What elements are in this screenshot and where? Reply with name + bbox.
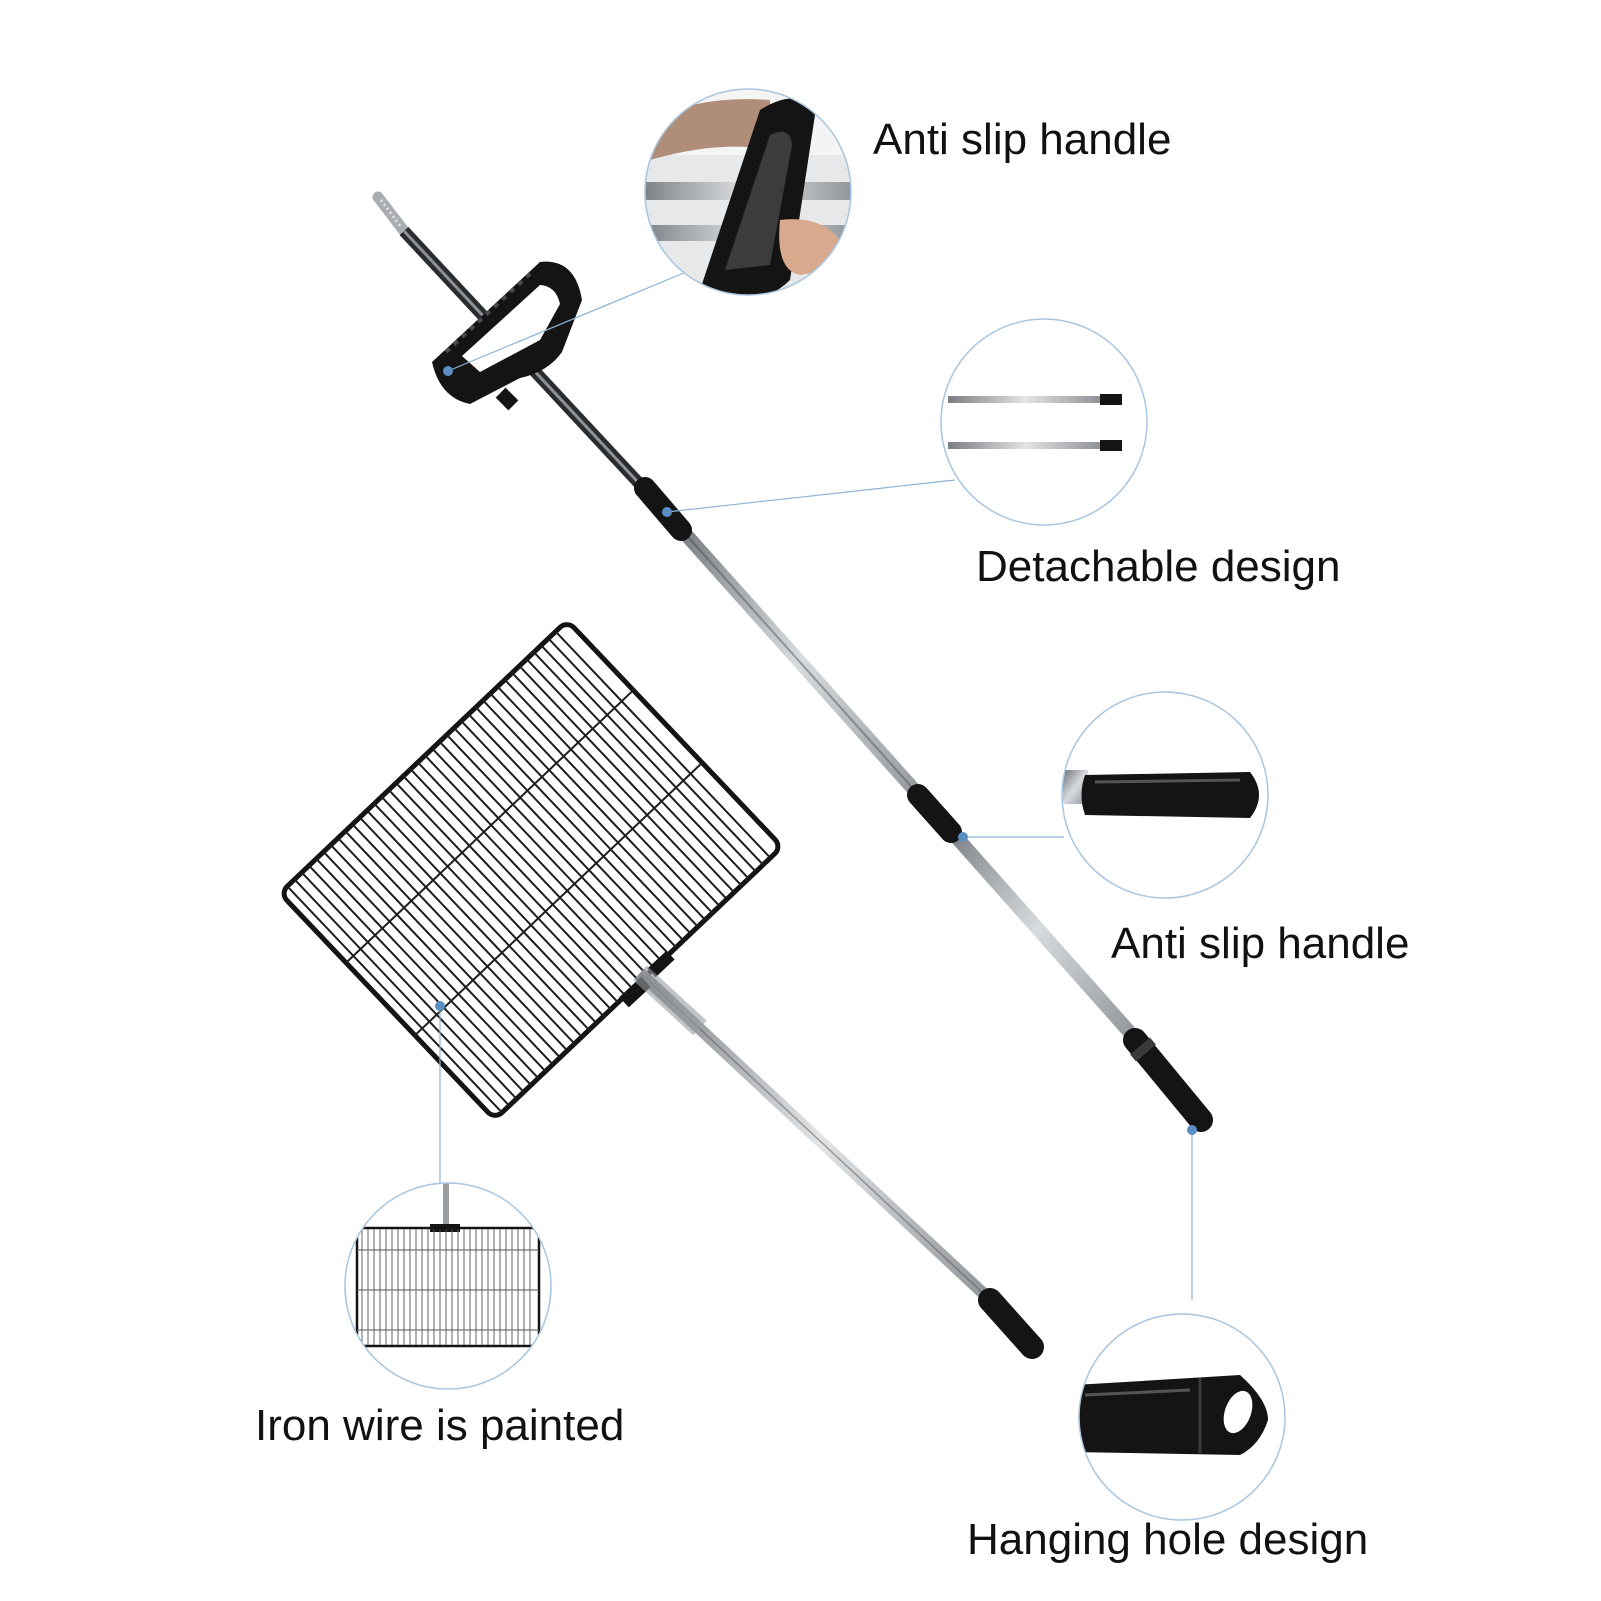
callout-dots bbox=[435, 366, 1197, 1135]
detail-circle-handle-mid bbox=[1061, 691, 1269, 899]
wire-basket bbox=[281, 622, 781, 1118]
detail-circle-hanging-hole bbox=[1078, 1313, 1286, 1521]
detail-circle-iron-wire bbox=[344, 1182, 552, 1390]
caption-iron-wire-painted: Iron wire is painted bbox=[255, 1401, 625, 1450]
detail-circle-detachable bbox=[940, 318, 1148, 526]
detail-circle-handle-top bbox=[644, 88, 852, 296]
callout-lines bbox=[439, 271, 1193, 1300]
caption-anti-slip-handle-top: Anti slip handle bbox=[873, 115, 1172, 164]
d-handle bbox=[432, 261, 582, 411]
basket-pole bbox=[619, 950, 1044, 1359]
caption-hanging-hole-design: Hanging hole design bbox=[967, 1515, 1369, 1564]
caption-anti-slip-handle-bottom: Anti slip handle bbox=[1111, 919, 1410, 968]
caption-detachable-design: Detachable design bbox=[976, 542, 1341, 591]
